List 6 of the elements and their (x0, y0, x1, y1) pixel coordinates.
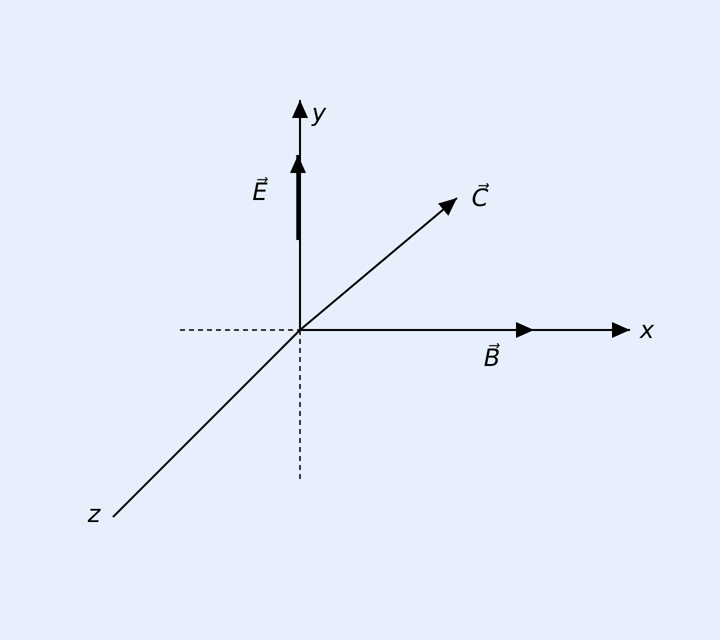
vector-label: E⃗ (252, 178, 268, 206)
axis-label: z (88, 500, 100, 528)
axis-label: y (312, 99, 326, 127)
vector-label: C⃗ (472, 184, 488, 212)
vector-label: B⃗ (484, 344, 500, 372)
axis-label: x (640, 316, 654, 344)
